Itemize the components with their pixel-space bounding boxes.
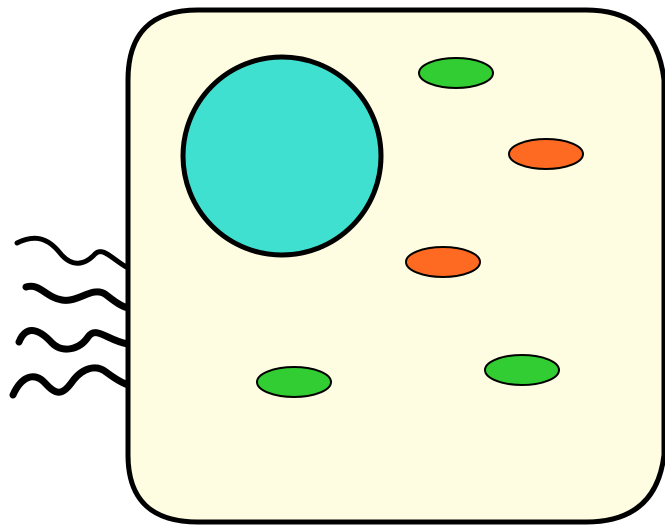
flagellum: [26, 286, 128, 308]
chloroplast: [485, 355, 559, 385]
flagellum: [19, 331, 128, 350]
flagellum: [17, 238, 128, 268]
mitochondrion: [509, 139, 583, 169]
chloroplast: [257, 367, 331, 397]
flagellum: [13, 368, 128, 395]
chloroplast: [419, 58, 493, 88]
mitochondrion: [406, 247, 480, 277]
nucleus: [183, 57, 381, 255]
flagella-group: [13, 238, 128, 395]
